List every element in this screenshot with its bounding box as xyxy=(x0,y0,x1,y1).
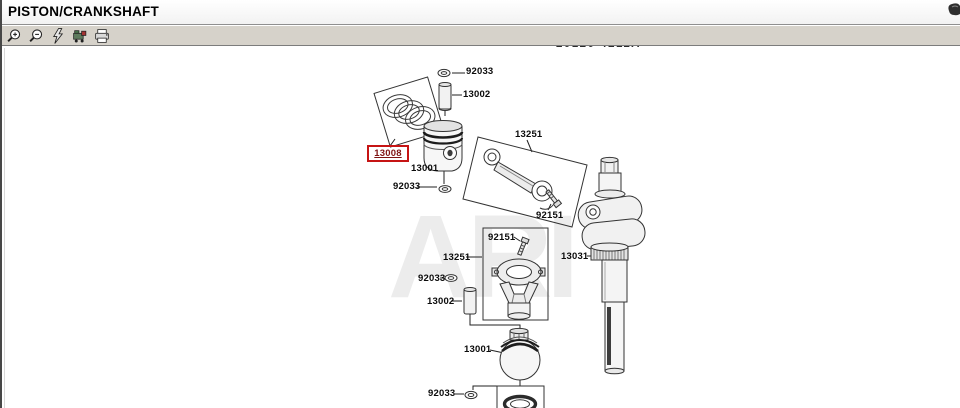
model-code-clipped: 20120 4211A xyxy=(556,46,686,52)
part-label-92151-a[interactable]: 92151 xyxy=(536,210,564,221)
zoom-out-button[interactable] xyxy=(28,28,44,44)
print-icon xyxy=(95,29,109,43)
part-label-13002-a[interactable]: 13002 xyxy=(463,89,491,100)
page-title: PISTON/CRANKSHAFT xyxy=(8,4,159,19)
part-label-92033-a[interactable]: 92033 xyxy=(466,66,494,77)
zoom-out-icon xyxy=(29,29,43,43)
part-label-13251-a[interactable]: 13251 xyxy=(515,129,543,140)
part-label-13002-b[interactable]: 13002 xyxy=(427,296,455,307)
zoom-in-icon xyxy=(7,29,21,43)
cart-icon xyxy=(73,30,87,43)
part-label-92033-d[interactable]: 92033 xyxy=(428,388,456,399)
lightning-button[interactable] xyxy=(50,28,66,44)
ring-set-illustration xyxy=(373,76,445,148)
part-label-92033-c[interactable]: 92033 xyxy=(418,273,446,284)
piston-lower-illustration xyxy=(499,327,541,381)
zoom-in-button[interactable] xyxy=(6,28,22,44)
panel-divider xyxy=(4,48,5,408)
window-left-border xyxy=(0,0,2,408)
clip-bottom-illustration xyxy=(464,390,478,400)
part-label-92151-b[interactable]: 92151 xyxy=(488,232,516,243)
header-bar: PISTON/CRANKSHAFT xyxy=(0,0,960,25)
rings-box-illustration xyxy=(496,385,545,408)
pin-clip-upper-illustration xyxy=(437,68,452,111)
part-label-13008-selected[interactable]: 13008 xyxy=(367,145,409,162)
lightning-icon xyxy=(52,28,64,44)
part-label-13031[interactable]: 13031 xyxy=(561,251,589,262)
part-label-13001-b[interactable]: 13001 xyxy=(464,344,492,355)
part-label-13251-b[interactable]: 13251 xyxy=(443,252,471,263)
hand-icon[interactable] xyxy=(946,1,960,24)
part-label-92033-b[interactable]: 92033 xyxy=(393,181,421,192)
toolbar xyxy=(0,25,960,46)
crankshaft-illustration xyxy=(577,156,646,375)
part-label-13001-a[interactable]: 13001 xyxy=(411,163,439,174)
cart-button[interactable] xyxy=(72,28,88,44)
print-button[interactable] xyxy=(94,28,110,44)
